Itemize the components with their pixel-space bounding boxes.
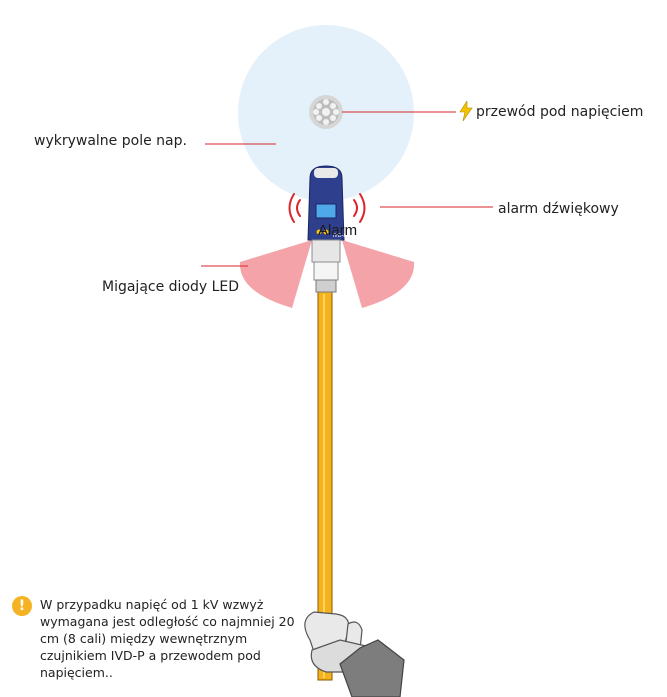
safety-note-text: W przypadku napięć od 1 kV wzwyż wymagan… bbox=[40, 597, 295, 680]
led-glow-right bbox=[342, 240, 415, 308]
label-detectable-field: wykrywalne pole nap. bbox=[34, 133, 187, 149]
label-live-conductor: przewód pod napięciem bbox=[476, 104, 644, 120]
alarm-sound-waves-left bbox=[288, 193, 301, 223]
label-flashing-leds: Migające diody LED bbox=[102, 279, 240, 295]
device-alarm-text: Alarm bbox=[318, 222, 358, 239]
lightning-bolt-icon bbox=[459, 101, 473, 121]
device-model-mark: IVD-P bbox=[333, 233, 347, 239]
led-glow-left bbox=[239, 240, 312, 308]
warning-icon: ! bbox=[12, 596, 32, 616]
device-display bbox=[315, 203, 337, 219]
ivd-p-detector: IVD-P bbox=[307, 165, 347, 293]
live-conductor-cross-section bbox=[309, 95, 343, 129]
alarm-sound-waves-right bbox=[353, 193, 366, 223]
gloved-hand bbox=[304, 611, 405, 697]
label-audible-alarm: alarm dźwiękowy bbox=[498, 201, 619, 217]
